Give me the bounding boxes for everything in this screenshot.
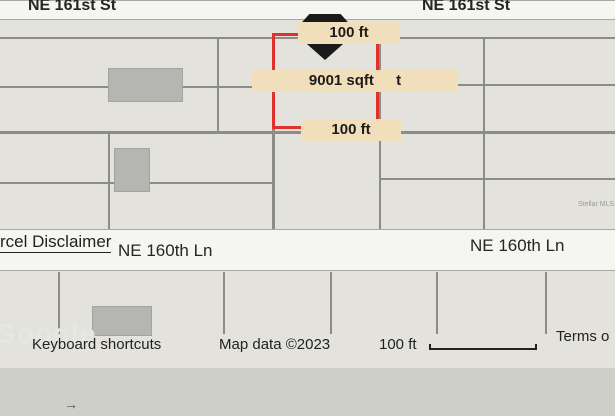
building-footprint bbox=[92, 306, 152, 336]
parcel-line bbox=[330, 272, 332, 334]
measure-area-value: 9001 sqft bbox=[308, 72, 374, 89]
scale-label: 100 ft bbox=[379, 336, 417, 353]
google-logo: Google bbox=[0, 318, 97, 349]
building-footprint bbox=[108, 68, 183, 102]
parcel-line bbox=[223, 272, 225, 334]
parcel-line bbox=[58, 272, 60, 334]
street-label-south: NE 160th Ln bbox=[118, 241, 213, 260]
scale-bar bbox=[429, 344, 537, 350]
measure-top-length: 100 ft bbox=[298, 22, 400, 44]
parcel-line bbox=[217, 37, 219, 132]
terms-link[interactable]: Terms o bbox=[556, 328, 610, 345]
arrow-right-icon: → bbox=[64, 396, 78, 412]
building-footprint bbox=[114, 148, 150, 192]
keyboard-shortcuts-link[interactable]: Keyboard shortcuts bbox=[32, 336, 162, 353]
street-label-north: NE 161st St bbox=[28, 0, 117, 14]
parcel-line bbox=[545, 272, 547, 334]
street-label-north-east: NE 161st St bbox=[422, 0, 511, 14]
watermark: Stellar MLS bbox=[578, 201, 615, 208]
measure-area-suffix: t bbox=[396, 72, 402, 89]
parcel-line bbox=[379, 84, 615, 86]
measure-area: 9001 sqft t bbox=[252, 70, 458, 92]
parcel-line bbox=[379, 178, 615, 180]
parcel-line bbox=[272, 37, 275, 229]
parcel-disclaimer-link[interactable]: rcel Disclaimer bbox=[0, 232, 112, 253]
bottom-strip bbox=[0, 368, 615, 416]
parcel-line bbox=[436, 272, 438, 334]
parcel-line bbox=[483, 37, 485, 229]
measure-bottom-length: 100 ft bbox=[301, 119, 401, 141]
road-ne-160th-ln bbox=[0, 229, 615, 271]
street-label-south-east: NE 160th Ln bbox=[470, 236, 565, 255]
map-data-attribution: Map data ©2023 bbox=[219, 336, 331, 353]
parcel-line bbox=[108, 132, 110, 229]
